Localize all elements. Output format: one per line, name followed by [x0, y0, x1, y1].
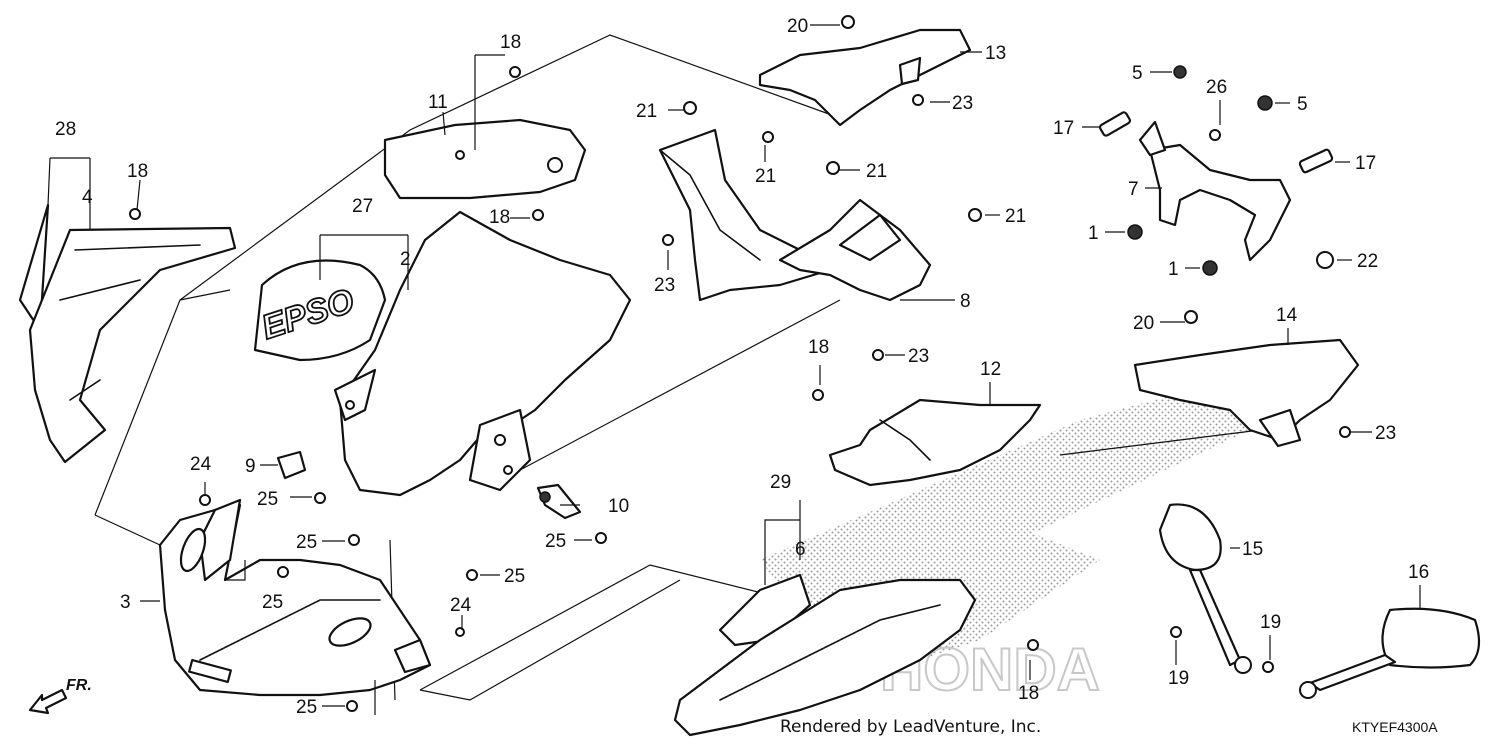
part-13-cover [758, 28, 972, 127]
callout-18-e: 18 [1018, 683, 1039, 704]
part-15-mirror [1158, 503, 1252, 674]
callout-17-b: 17 [1355, 153, 1376, 174]
callout-2: 2 [400, 249, 411, 270]
callout-23-a: 23 [952, 93, 973, 114]
front-arrow-icon [28, 688, 68, 715]
part-17-clip-left [1099, 111, 1131, 137]
part-27-emblem: EPSO [253, 259, 387, 362]
callout-26: 26 [1206, 77, 1227, 98]
callout-18-d: 18 [808, 337, 829, 358]
callout-21-c: 21 [866, 161, 887, 182]
callout-24-b: 24 [450, 595, 472, 616]
part-10-bracket [536, 483, 582, 520]
callout-leaders [47, 24, 1421, 715]
callout-8: 8 [960, 291, 971, 312]
callout-25-d: 25 [504, 566, 525, 587]
part-2-windscreen [333, 210, 632, 497]
part-4-inner-panel [18, 203, 237, 464]
callout-14: 14 [1276, 305, 1298, 326]
render-credit: Rendered by LeadVenture, Inc. [780, 717, 1041, 737]
assembly-frame-lines [94, 34, 1261, 701]
callout-25-b: 25 [262, 592, 283, 613]
part-12-duct [828, 398, 1042, 487]
callout-18-b: 18 [500, 32, 521, 53]
part-7-stay [1138, 120, 1292, 262]
callout-13: 13 [985, 43, 1006, 64]
part-3-upper-cowl [158, 498, 432, 697]
part-inner-panel-upper [658, 128, 832, 302]
part-11-duct [383, 118, 587, 200]
callout-1-a: 1 [1088, 223, 1099, 244]
callout-25-a: 25 [257, 489, 278, 510]
callout-28: 28 [55, 119, 76, 140]
part-17-clip-right [1298, 148, 1334, 174]
callout-16: 16 [1408, 562, 1429, 583]
callout-23-c: 23 [908, 346, 929, 367]
callout-11: 11 [428, 92, 448, 113]
callout-15: 15 [1242, 539, 1263, 560]
callout-21-d: 21 [1005, 206, 1026, 227]
callout-23-d: 23 [1375, 423, 1396, 444]
callout-24-a: 24 [190, 454, 212, 475]
callout-1-b: 1 [1168, 259, 1179, 280]
callout-9: 9 [245, 456, 256, 477]
callout-27: 27 [352, 196, 373, 217]
callout-21-b: 21 [755, 166, 776, 187]
callout-29: 29 [770, 472, 791, 493]
callout-25-f: 25 [545, 531, 566, 552]
callout-18-a: 18 [127, 161, 148, 182]
callout-7: 7 [1128, 179, 1139, 200]
callout-6: 6 [795, 539, 806, 560]
callout-17-a: 17 [1053, 118, 1074, 139]
callout-25-c: 25 [296, 532, 317, 553]
callout-19-a: 19 [1260, 612, 1281, 633]
diagram-code: KTYEF4300A [1352, 719, 1438, 735]
front-direction-marker: FR. [28, 677, 92, 715]
part-6-lower-cowl [673, 573, 977, 737]
callout-5-a: 5 [1132, 63, 1143, 84]
callout-4: 4 [82, 187, 93, 208]
callout-22: 22 [1357, 251, 1378, 272]
callout-25-e: 25 [296, 697, 317, 718]
callout-10: 10 [608, 496, 629, 517]
callout-3: 3 [120, 592, 131, 613]
front-marker-label: FR. [66, 677, 92, 694]
fasteners [129, 15, 1351, 712]
part-9-bracket [276, 450, 307, 480]
callout-5-b: 5 [1297, 94, 1308, 115]
callout-18-c: 18 [489, 207, 510, 228]
callout-21-a: 21 [636, 101, 657, 122]
part-14-panel [1133, 338, 1360, 448]
callout-23-b: 23 [654, 275, 675, 296]
part-8-panel [778, 198, 932, 302]
callout-20-a: 20 [787, 16, 808, 37]
callout-19-b: 19 [1168, 668, 1189, 689]
part-16-mirror [1299, 607, 1481, 699]
callout-12: 12 [980, 359, 1001, 380]
callout-20-b: 20 [1133, 313, 1154, 334]
callout-numbers: 28 4 18 27 2 11 18 18 3 24 9 25 25 25 25… [55, 16, 1429, 718]
